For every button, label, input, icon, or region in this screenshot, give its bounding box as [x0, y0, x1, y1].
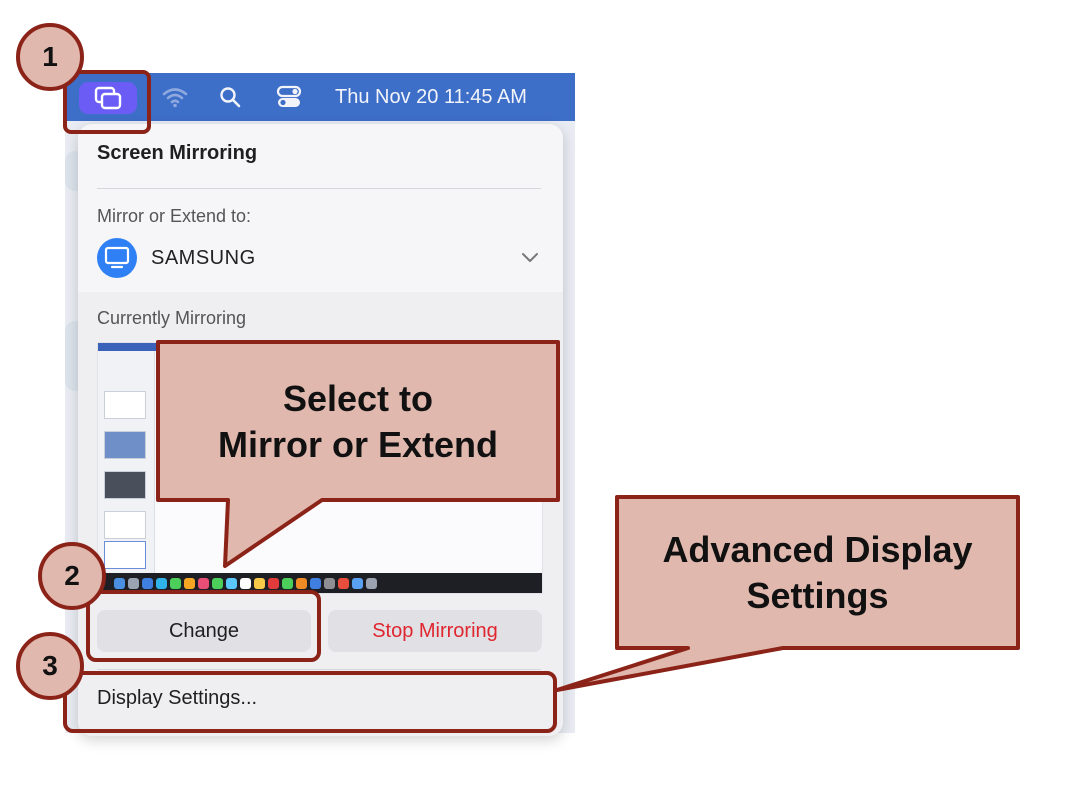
step-marker-3: 3: [16, 632, 84, 700]
display-settings-menu-item[interactable]: Display Settings...: [97, 687, 258, 709]
step-marker-2: 2: [38, 542, 106, 610]
divider: [97, 188, 541, 189]
callout-advanced-display: [555, 495, 1020, 692]
callout-advanced-display-text: Advanced Display Settings: [617, 527, 1018, 619]
control-center-button[interactable]: [272, 73, 306, 121]
preview-thumbnail: [104, 511, 146, 539]
change-button[interactable]: Change: [97, 610, 311, 652]
stop-mirroring-button[interactable]: Stop Mirroring: [328, 610, 542, 652]
callout-line: Mirror or Extend: [217, 424, 499, 465]
callout-mirror-extend-text: Select to Mirror or Extend: [158, 376, 558, 468]
callout-mirror-extend: [156, 340, 560, 568]
search-icon: [220, 87, 241, 108]
panel-title: Screen Mirroring: [97, 142, 258, 164]
preview-thumbnail: [104, 391, 146, 419]
device-name: SAMSUNG: [151, 247, 256, 269]
wifi-button[interactable]: [160, 73, 190, 121]
menu-bar-clock[interactable]: Thu Nov 20 11:45 AM: [335, 85, 527, 108]
preview-thumbnail: [104, 471, 146, 499]
preview-thumbnail: [104, 431, 146, 459]
spotlight-button[interactable]: [215, 73, 245, 121]
highlight-change-button: [86, 590, 321, 662]
callout-line: Settings: [746, 575, 889, 616]
display-device-icon: [97, 238, 137, 278]
wifi-icon: [162, 88, 188, 108]
currently-mirroring-label: Currently Mirroring: [97, 308, 247, 328]
preview-thumbnail: [104, 541, 146, 569]
preview-dock: [98, 573, 542, 593]
mirror-or-extend-label: Mirror or Extend to:: [97, 206, 252, 226]
control-center-icon: [276, 85, 302, 107]
chevron-down-icon[interactable]: [519, 246, 541, 268]
highlight-mirroring-button: [63, 70, 151, 134]
preview-slide-sidebar: [98, 351, 155, 573]
screen-mirroring-icon: [94, 86, 122, 110]
divider: [97, 669, 541, 670]
screen-mirroring-menu-button[interactable]: [79, 82, 137, 114]
callout-line: Select to: [282, 378, 434, 419]
callout-line: Advanced Display: [662, 529, 973, 570]
step-marker-1: 1: [16, 23, 84, 91]
device-selector[interactable]: SAMSUNG: [97, 238, 543, 278]
highlight-display-settings: [63, 671, 557, 733]
